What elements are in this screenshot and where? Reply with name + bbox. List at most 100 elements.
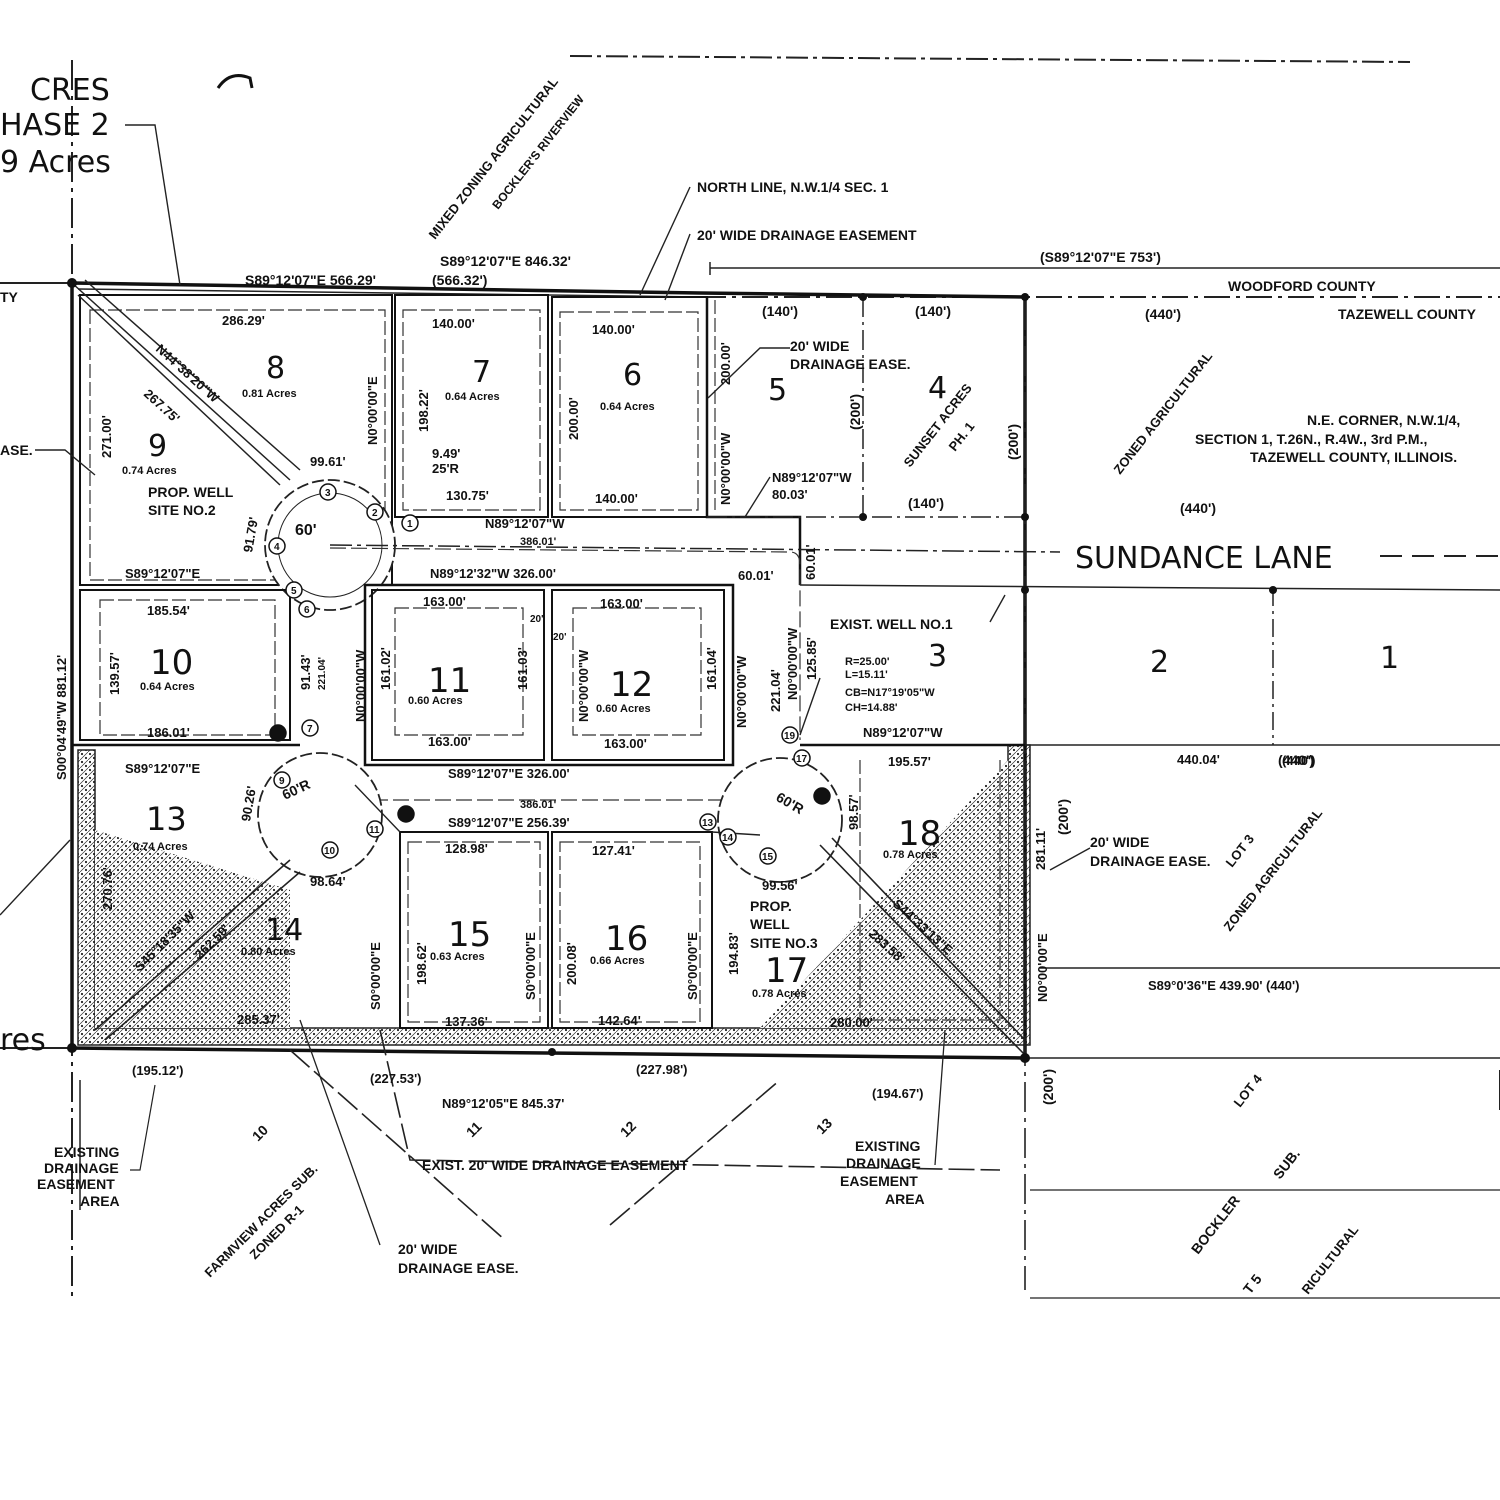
curve-point: 15 <box>762 852 774 863</box>
curve-point: 3 <box>325 488 331 499</box>
neighbor-lot-13: 13 <box>813 1115 835 1137</box>
north-line-label: NORTH LINE, N.W.1/4 SEC. 1 <box>697 179 889 195</box>
ase-fragment: ASE. <box>0 442 33 458</box>
lot-number: 5 <box>768 373 787 408</box>
dim-label: 142.64' <box>598 1013 641 1028</box>
dim-label: 9.49' <box>432 446 460 461</box>
lot-acres: 0.81 Acres <box>242 388 297 400</box>
curve-label: CH=14.88' <box>845 702 898 714</box>
lot-number: 2 <box>1150 645 1169 680</box>
curve-point: 14 <box>722 833 734 844</box>
sunset-acres-label: PH. 1 <box>946 419 978 454</box>
dim-label: 90.26' <box>238 785 259 823</box>
lot-acres: 0.78 Acres <box>883 849 938 861</box>
well3-label: SITE NO.3 <box>750 935 818 951</box>
dim-label: N89°12'32"W 326.00' <box>430 566 556 581</box>
dim-label: 163.00' <box>604 736 647 751</box>
lot-acres: 0.74 Acres <box>133 841 188 853</box>
lot-acres: 0.66 Acres <box>590 955 645 967</box>
dim-label: 127.41' <box>592 843 635 858</box>
dim-label: 125.85' <box>804 637 819 680</box>
ty-fragment: TY <box>0 289 19 305</box>
dim-label: (440') <box>1278 752 1314 768</box>
dim-label: 386.01' <box>520 536 557 548</box>
dim-label: (227.53') <box>370 1071 422 1086</box>
bockler-label: BOCKLER <box>1188 1192 1243 1256</box>
sundance-lane-label: SUNDANCE LANE <box>1075 541 1333 576</box>
dim-label: 99.56' <box>762 878 798 893</box>
dim-label: 161.03' <box>515 647 530 690</box>
drainage-ease-bottom: DRAINAGE EASE. <box>398 1260 519 1276</box>
north-arrow-icon <box>216 74 254 89</box>
drain5-label: DRAINAGE EASE. <box>790 356 911 372</box>
dim-label: S0°00'00"E <box>368 942 383 1010</box>
dim-label: 98.64' <box>310 874 346 889</box>
dim-label: 163.00' <box>600 596 643 611</box>
lot-acres: 0.74 Acres <box>122 465 177 477</box>
lot-15-outline <box>399 831 549 1029</box>
dim-label: 137.36' <box>445 1014 488 1029</box>
dim-label: 280.00' <box>830 1015 873 1030</box>
title-line-2: HASE 2 <box>0 108 110 143</box>
dim-label: 80.03' <box>772 487 808 502</box>
curve-point: 13 <box>702 818 714 829</box>
well2-label: PROP. WELL <box>148 484 234 500</box>
dim-label: 271.00' <box>99 415 114 458</box>
dim-label: 281.11' <box>1033 828 1048 870</box>
drainage-easement-sw <box>95 830 290 1028</box>
dim-label: 386.01' <box>520 799 557 811</box>
drain18-label: 20' WIDE <box>1090 834 1149 850</box>
dim-label: N0°00'00"W <box>734 655 749 728</box>
center-block <box>363 583 735 767</box>
dim-label: 221.04' <box>768 669 783 712</box>
lot-acres: 0.80 Acres <box>241 946 296 958</box>
dim-label: (195.12') <box>132 1063 184 1078</box>
dim-label: 161.02' <box>378 647 393 690</box>
zoned-ag-label: ZONED AGRICULTURAL <box>1221 806 1326 934</box>
dim-label: 198.62' <box>414 942 429 985</box>
well3-label: WELL <box>750 916 790 932</box>
curve-point: 19 <box>784 731 796 742</box>
dim-label: 128.98' <box>445 841 488 856</box>
lot-number: 13 <box>146 800 187 838</box>
dim-label: 140.00' <box>595 491 638 506</box>
dim-label: N0°00'00"E <box>365 376 380 445</box>
well2-label: SITE NO.2 <box>148 502 216 518</box>
lot4-label: LOT 4 <box>1231 1071 1266 1110</box>
tazewell-county: TAZEWELL COUNTY <box>1338 306 1477 322</box>
dim-label: (227.98') <box>636 1062 688 1077</box>
dim-label: 98.57' <box>846 794 861 830</box>
agricultural-label: RICULTURAL <box>1299 1222 1362 1297</box>
lot-labels: 8 0.81 Acres 7 0.64 Acres 6 0.64 Acres 5… <box>122 351 1399 1000</box>
dim-label: 440.04' <box>1177 752 1220 767</box>
lot-number: 1 <box>1380 641 1399 676</box>
lot-7-outline <box>394 294 549 518</box>
dim-label: (200') <box>1055 799 1071 835</box>
dim-label: S89°12'07"E 326.00' <box>448 766 570 781</box>
curve-point: 6 <box>304 605 310 616</box>
lot5-label: T 5 <box>1240 1271 1265 1297</box>
lot-acres: 0.60 Acres <box>596 703 651 715</box>
dim-label: 140.00' <box>592 322 635 337</box>
lot-number: 15 <box>448 915 491 955</box>
existing-drainage-right: EASEMENT <box>840 1173 918 1189</box>
dim-label: 91.43' <box>298 654 313 690</box>
dim-label: (200') <box>847 394 863 430</box>
curve-point: 10 <box>324 846 336 857</box>
dim-label: 285.37' <box>237 1012 280 1027</box>
lot-number: 12 <box>610 665 653 705</box>
dim-label: S89°12'07"E <box>125 566 201 581</box>
dim-label: 91.79' <box>240 516 261 554</box>
lot-number: 17 <box>765 951 808 991</box>
curve-label: L=15.11' <box>845 669 888 681</box>
bearing-753: (S89°12'07"E 753') <box>1040 249 1161 265</box>
cul-de-sac-southwest <box>257 752 383 878</box>
lot-number: 10 <box>150 643 193 683</box>
dim-label: (140') <box>908 495 944 511</box>
dim-label: S89°12'07"E 256.39' <box>448 815 570 830</box>
dim-label: S0°00'00"E <box>523 932 538 1000</box>
drainage-easement-se <box>760 760 1008 1028</box>
curve-point: 5 <box>291 586 297 597</box>
